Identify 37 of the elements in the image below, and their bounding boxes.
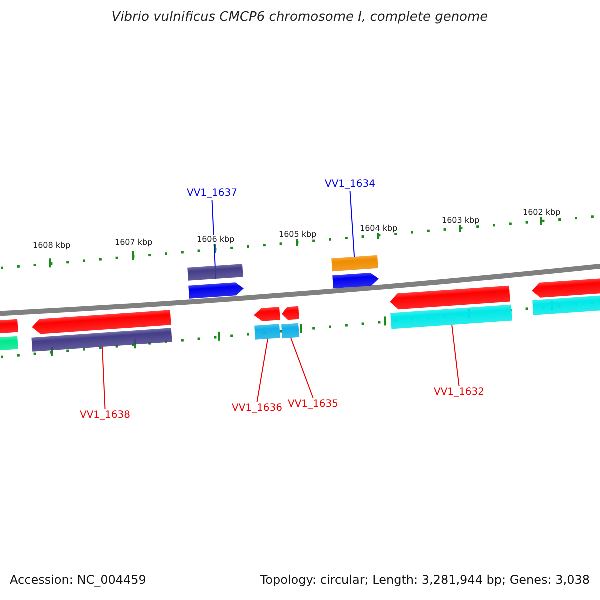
gene-bar: [0, 336, 18, 351]
scale-label: 1603 kbp: [441, 216, 481, 225]
gene-label: VV1_1632: [434, 387, 484, 398]
gene-bar: [282, 323, 300, 339]
footer-text: Topology: circular; Length: 3,281,944 bp; Genes: 3,038: [260, 573, 590, 587]
gene-bar: [332, 255, 378, 272]
gene-feature: [254, 307, 280, 322]
gene-bar: [532, 296, 600, 316]
gene-bar: [188, 264, 244, 281]
gene-label: VV1_1635: [288, 399, 338, 410]
gene-bar: [32, 328, 172, 352]
gene-bar: [390, 304, 512, 330]
gene-label: VV1_1637: [187, 188, 238, 199]
scale-label: 1604 kbp: [359, 224, 399, 233]
gene-label: VV1_1636: [232, 403, 282, 414]
footer-text: Accession: NC_004459: [10, 573, 146, 587]
scale-label: 1602 kbp: [522, 208, 562, 217]
gene-label: VV1_1634: [325, 179, 376, 190]
leader-line: [350, 190, 356, 258]
gene-feature: [390, 286, 510, 310]
scale-label: 1607 kbp: [114, 238, 154, 247]
gene-label: VV1_1638: [80, 410, 130, 421]
leader-line: [256, 338, 268, 402]
gene-bar: [0, 319, 18, 334]
scale-label: 1608 kbp: [32, 241, 72, 250]
scale-label: 1605 kbp: [278, 230, 318, 239]
gene-feature: [32, 310, 172, 335]
gene-feature: [282, 306, 300, 321]
gene-bar: [254, 324, 280, 340]
gene-feature: [188, 282, 244, 299]
leader-line: [452, 324, 460, 386]
title: Vibrio vulnificus CMCP6 chromosome I, complete genome: [110, 10, 490, 25]
gene-feature: [532, 278, 600, 298]
scale-label: 1606 kbp: [196, 235, 236, 244]
leader-line: [102, 346, 106, 410]
leader-line: [290, 337, 314, 398]
gene-feature: [332, 272, 380, 289]
